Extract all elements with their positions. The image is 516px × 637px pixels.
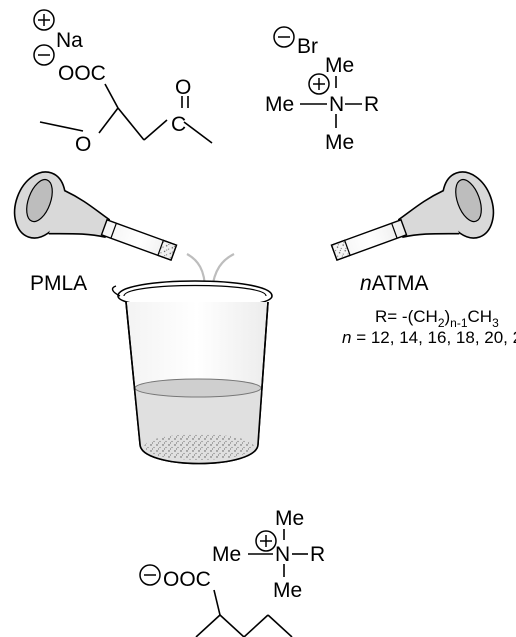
r-group-label: R bbox=[310, 543, 325, 566]
methyl-top-label: Me bbox=[275, 507, 304, 530]
negative-charge-icon bbox=[33, 44, 55, 66]
right-flask-icon bbox=[330, 171, 495, 262]
carbonyl-oxygen-label: O bbox=[175, 76, 191, 99]
left-flask-icon bbox=[13, 171, 178, 262]
methyl-left-label: Me bbox=[265, 93, 294, 116]
methyl-top-label: Me bbox=[325, 54, 354, 77]
r-group-label: R bbox=[364, 93, 379, 116]
product-structure: OOC Me Me N R Me bbox=[139, 507, 325, 637]
natma-label: nATMA bbox=[360, 272, 428, 295]
nitrogen-label: N bbox=[275, 543, 290, 566]
r-definition: R= -(CH2)n-1CH3 bbox=[375, 307, 499, 330]
methyl-left-label: Me bbox=[212, 543, 241, 566]
negative-charge-icon bbox=[139, 564, 161, 586]
positive-charge-icon bbox=[308, 73, 330, 95]
pmla-label: PMLA bbox=[30, 272, 87, 295]
methyl-bottom-label: Me bbox=[273, 579, 302, 602]
nitrogen-label: N bbox=[329, 93, 344, 116]
carboxylate-label: OOC bbox=[163, 568, 211, 591]
carbonyl-carbon-label: C bbox=[171, 113, 186, 136]
atma-structure: Br Me Me N R Me bbox=[265, 26, 379, 154]
carboxylate-label: OOC bbox=[58, 62, 106, 85]
methyl-bottom-label: Me bbox=[325, 131, 354, 154]
positive-charge-icon bbox=[255, 530, 277, 552]
pmla-bonds bbox=[39, 83, 213, 144]
negative-charge-icon bbox=[273, 26, 295, 48]
sodium-label: Na bbox=[56, 29, 83, 52]
n-italic: n bbox=[360, 272, 372, 295]
pmla-structure: Na OOC O O C bbox=[33, 9, 213, 156]
atma-text: ATMA bbox=[372, 272, 429, 295]
ether-oxygen-label: O bbox=[75, 133, 91, 156]
positive-charge-icon bbox=[33, 9, 55, 31]
n-values: n = 12, 14, 16, 18, 20, 22 bbox=[342, 328, 516, 347]
bromide-label: Br bbox=[297, 35, 318, 58]
beaker-icon bbox=[111, 280, 273, 465]
